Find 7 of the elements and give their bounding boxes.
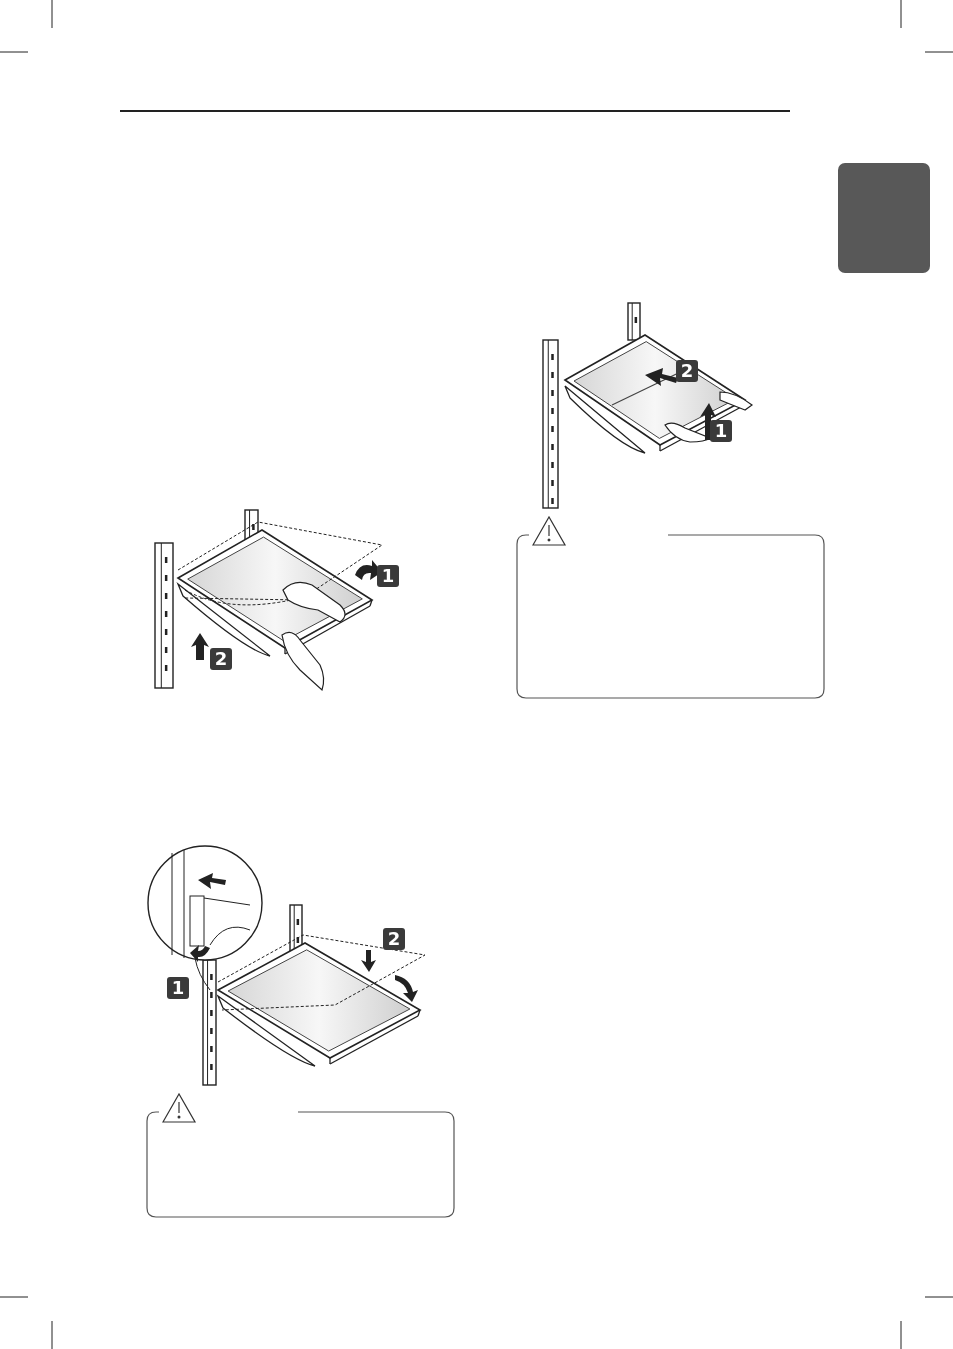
step-number: 1 bbox=[710, 420, 732, 442]
step-number: 1 bbox=[167, 977, 189, 999]
step-number: 2 bbox=[210, 648, 232, 670]
step-number: 2 bbox=[383, 928, 405, 950]
side-tab bbox=[838, 163, 930, 273]
step-number: 2 bbox=[676, 360, 698, 382]
step-number: 1 bbox=[377, 565, 399, 587]
